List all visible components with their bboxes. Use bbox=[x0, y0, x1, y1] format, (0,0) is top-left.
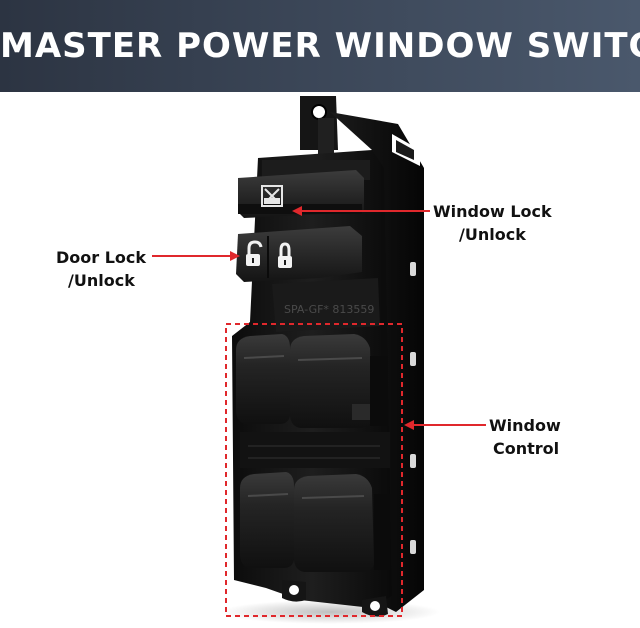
window-lock-label-line1: Window Lock bbox=[433, 202, 552, 221]
door-lock-label: Door Lock /Unlock bbox=[56, 246, 146, 292]
door-lock-label-line2: /Unlock bbox=[68, 271, 135, 290]
bottom-mounting-tabs bbox=[282, 580, 388, 617]
part-plate: SPA-GF* 813559 bbox=[272, 278, 380, 332]
window-control-label: Window Control bbox=[489, 414, 561, 460]
part-marking: SPA-GF* 813559 bbox=[284, 303, 374, 316]
door-lock-arrow bbox=[152, 251, 240, 261]
unlocked-padlock-icon bbox=[246, 240, 263, 266]
window-control-label-line1: Window bbox=[489, 416, 561, 435]
window-lock-icon bbox=[261, 185, 283, 207]
door-lock-rocker bbox=[236, 226, 362, 282]
top-mounting-tab bbox=[300, 96, 338, 156]
window-lock-label-line2: /Unlock bbox=[459, 225, 526, 244]
title-banner: MASTER POWER WINDOW SWITCH bbox=[0, 0, 640, 92]
lower-window-rockers bbox=[240, 472, 390, 572]
switch-photo: SPA-GF* 813559 bbox=[152, 96, 486, 624]
window-lock-arrow bbox=[292, 206, 430, 216]
upper-window-rockers bbox=[236, 334, 388, 428]
door-lock-label-line1: Door Lock bbox=[56, 248, 147, 267]
window-control-arrow bbox=[404, 420, 486, 430]
banner-title: MASTER POWER WINDOW SWITCH bbox=[0, 26, 640, 66]
window-lock-label: Window Lock /Unlock bbox=[433, 200, 552, 246]
window-control-label-line2: Control bbox=[493, 439, 560, 458]
locked-padlock-icon bbox=[278, 242, 292, 268]
